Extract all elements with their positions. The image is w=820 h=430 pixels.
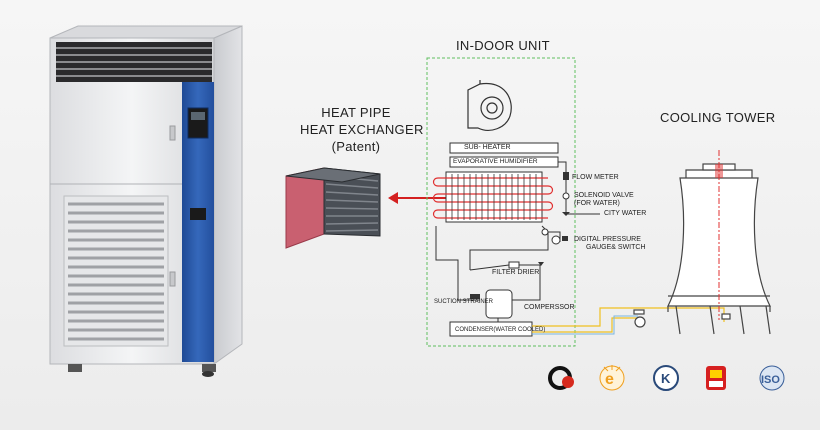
k-mark-badge-icon: K — [653, 365, 679, 391]
e-mark-badge-icon: e — [599, 365, 625, 391]
sub-heater-label: SUB- HEATER — [464, 144, 511, 151]
q-mark-badge-icon — [548, 366, 574, 390]
condenser-box — [449, 321, 533, 337]
evaporator-coil — [432, 171, 554, 223]
heat-pipe-line1: HEAT PIPE — [321, 105, 391, 120]
pressure-gauge-icon — [551, 235, 561, 245]
certification-badges: e K ISO — [548, 365, 785, 391]
solenoid-valve-label-2: (FOR WATER) — [574, 200, 620, 207]
solenoid-valve-label-1: SOLENOID VALVE — [574, 192, 634, 199]
flow-meter-label: FLOW METER — [572, 174, 619, 181]
blower-fan-icon — [467, 80, 512, 131]
compressor — [470, 289, 541, 319]
heat-pipe-line3: (Patent) — [331, 139, 381, 154]
compressor-label: COMPERSSOR — [524, 304, 575, 311]
iso-badge-icon: ISO — [759, 365, 785, 391]
city-water-label: CITY WATER — [604, 210, 647, 217]
air-conditioner-unit — [49, 25, 243, 377]
svg-text:ISO: ISO — [761, 374, 780, 386]
filter-drier-label: FILTER DRIER — [492, 269, 540, 276]
solenoid-valve-icon — [562, 192, 570, 200]
quality-badge-icon — [706, 366, 726, 390]
indoor-boundary — [426, 57, 576, 347]
sub-heater-box — [449, 142, 559, 154]
cooling-water-line — [532, 307, 725, 333]
digital-pressure-label-1: DIGITAL PRESSURE — [574, 236, 641, 243]
suction-strainer-label: SUCTION STRAINER — [434, 299, 494, 305]
svg-text:K: K — [661, 371, 671, 386]
flow-meter-icon — [563, 172, 569, 180]
condenser-label: CONDENSER(WATER COOLED) — [455, 327, 546, 333]
arrow-head — [388, 192, 398, 204]
heat-pipe-label: HEAT PIPE HEAT EXCHANGER (Patent) — [300, 104, 424, 155]
heat-exchanger-image — [285, 167, 381, 249]
heat-pipe-line2: HEAT EXCHANGER — [300, 122, 424, 137]
indoor-unit-title: IN-DOOR UNIT — [456, 38, 550, 53]
cooling-tower-title: COOLING TOWER — [660, 110, 776, 125]
svg-text:e: e — [605, 371, 614, 388]
digital-pressure-label-2: GAUGE& SWITCH — [586, 244, 646, 251]
humidifier-label: EVAPORATIVE HUMIDIFIER — [453, 158, 538, 165]
